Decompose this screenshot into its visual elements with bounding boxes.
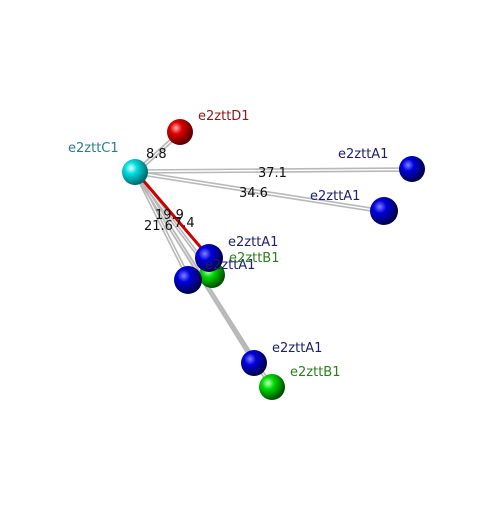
distance-label-c1-a1-mid: 34.6	[239, 186, 268, 201]
atom-sphere-a1-center[interactable]	[195, 244, 223, 272]
atom-sphere-a1-mid[interactable]	[370, 197, 398, 225]
distance-line-c1-a1-mid	[134, 170, 385, 214]
distance-label-c1-b1-center: 7.4	[174, 216, 195, 231]
atom-sphere-d1[interactable]	[167, 119, 193, 145]
distance-line-c1-a1-center	[133, 171, 192, 281]
atom-sphere-b1-low[interactable]	[259, 374, 285, 400]
atom-label-b1-low: e2zttB1	[290, 365, 340, 380]
atom-label-a1-center: e2zttA1	[228, 235, 278, 250]
atom-label-a1-center-hidden: e2zttA1	[205, 258, 255, 273]
atom-label-b1-center: e2zttB1	[229, 251, 279, 266]
atom-label-a1-mid: e2zttA1	[310, 189, 360, 204]
distance-label-c1-a1-top: 37.1	[258, 166, 287, 181]
distance-label-c1-a1-low: 21.6	[144, 219, 173, 234]
atom-label-a1-low: e2zttA1	[272, 341, 322, 356]
distance-label-c1-d1: 8.8	[146, 147, 167, 162]
atom-label-a1-top: e2zttA1	[338, 147, 388, 162]
atom-label-d1: e2zttD1	[198, 109, 250, 124]
atom-label-c1: e2zttC1	[68, 141, 119, 156]
atoms	[122, 119, 425, 400]
distance-labels: 8.8 37.1 34.6 19.9 21.6 7.4	[144, 147, 287, 234]
atom-sphere-a1-center-back[interactable]	[174, 266, 202, 294]
distance-line-c1-a1-top	[134, 167, 413, 174]
atom-sphere-c1[interactable]	[122, 159, 148, 185]
bond-c1-a1	[134, 171, 211, 258]
atom-sphere-a1-top[interactable]	[399, 156, 425, 182]
distance-label-c1-a1-center: 19.9	[155, 208, 184, 223]
atom-sphere-a1-low[interactable]	[241, 350, 267, 376]
atom-labels: e2zttC1 e2zttD1 e2zttA1 e2zttA1 e2zttA1 …	[68, 109, 388, 380]
